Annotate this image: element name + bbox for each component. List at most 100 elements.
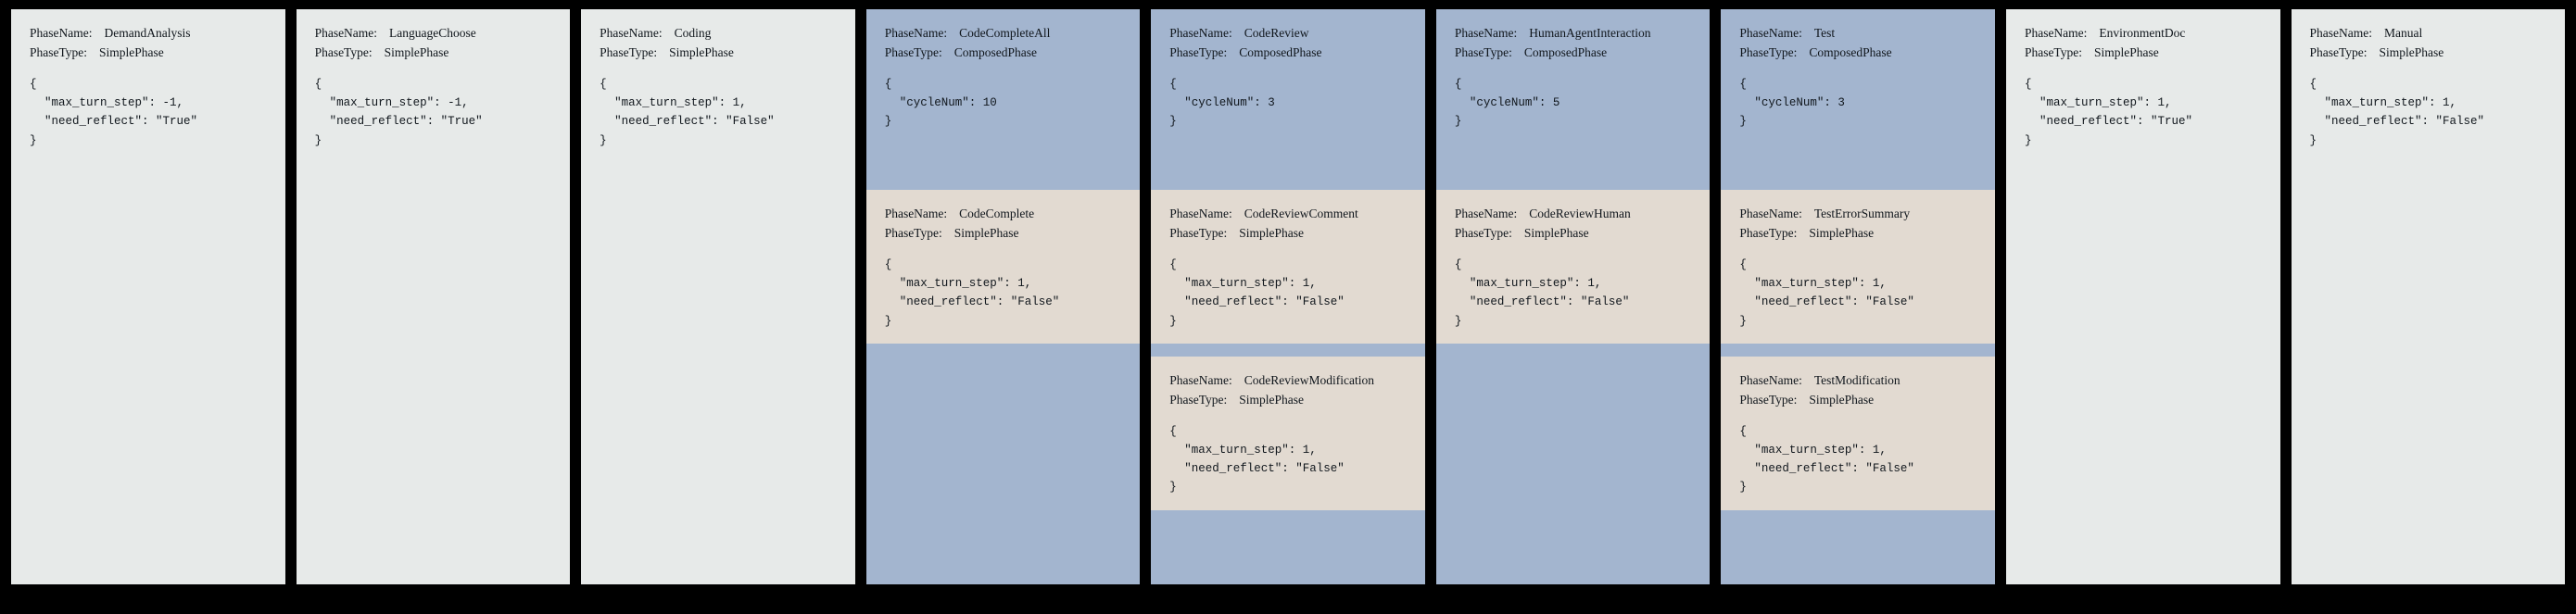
phase-config-json: { "max_turn_step": 1,"need_reflect": "Fa…	[1739, 422, 1976, 497]
composed-fill-area	[865, 343, 1141, 573]
json-line: "max_turn_step": 1,	[1184, 443, 1317, 457]
phase-name-row: PhaseName:CodeCompleteAll	[885, 24, 1122, 44]
phase-config-json: { "max_turn_step": 1,"need_reflect": "Fa…	[885, 256, 1122, 331]
phase-type-row: PhaseType:SimplePhase	[2310, 44, 2547, 63]
json-brace-open: {	[314, 77, 322, 91]
phase-type-label: PhaseType:	[884, 225, 942, 240]
phase-name-label: PhaseName:	[600, 26, 663, 40]
composed-footer-strip	[865, 573, 1141, 584]
phase-config-json: { "max_turn_step": 1,"need_reflect": "Fa…	[1455, 256, 1692, 331]
phase-type-label: PhaseType:	[1169, 44, 1228, 59]
phase-name-label: PhaseName:	[1739, 372, 1802, 387]
json-line: "need_reflect": "False"	[1184, 295, 1345, 309]
json-brace-close: }	[1739, 115, 1747, 129]
phase-name-value: CodeReviewComment	[1244, 207, 1358, 220]
phase-name-label: PhaseName:	[1739, 207, 1802, 220]
json-brace-open: {	[600, 77, 607, 91]
json-line: "max_turn_step": -1,	[329, 96, 469, 110]
json-line: "max_turn_step": 1,	[614, 96, 747, 110]
phase-type-label: PhaseType:	[1169, 225, 1228, 240]
phase-name-row: PhaseName: Manual	[2310, 24, 2547, 44]
phase-name-label: PhaseName:	[1454, 26, 1518, 40]
phase-name-row: PhaseName:DemandAnalysis	[30, 24, 267, 44]
phase-type-label: PhaseType:	[600, 44, 658, 59]
phase-name-value: CodeComplete	[959, 207, 1035, 220]
json-brace-open: {	[30, 77, 37, 91]
phase-name-value: CodeReviewModification	[1244, 372, 1374, 387]
phase-name-label: PhaseName:	[1169, 372, 1232, 387]
phase-name-value: LanguageChoose	[389, 26, 476, 40]
phase-type-value: SimplePhase	[384, 44, 449, 59]
json-line: "cycleNum": 3	[1184, 96, 1275, 110]
phase-type-row: PhaseType:SimplePhase	[1739, 391, 1976, 410]
phase-type-value: ComposedPhase	[1239, 44, 1322, 59]
phase-type-value: SimplePhase	[1239, 392, 1305, 407]
json-line: "need_reflect": "False"	[1184, 462, 1345, 476]
composed-fill-area	[1435, 343, 1711, 573]
phase-name-row: PhaseName:EnvironmentDoc	[2025, 24, 2262, 44]
json-line: "cycleNum": 3	[1754, 96, 1845, 110]
phase-config-json: { "max_turn_step": 1, "need_reflect": "Fa…	[1169, 422, 1407, 497]
phase-type-label: PhaseType:	[2309, 44, 2368, 59]
json-line: "max_turn_step": 1,	[2324, 96, 2457, 110]
phase-type-label: PhaseType:	[884, 44, 942, 59]
phase-type-value: ComposedPhase	[1809, 44, 1892, 59]
phase-type-value: SimplePhase	[1809, 225, 1875, 240]
phase-config-json: { "cycleNum": 10}	[885, 75, 1122, 132]
phase-type-row: PhaseType: ComposedPhase	[1169, 44, 1407, 63]
phase-config-json: { "max_turn_step": 1,"need_reflect": "Tr…	[2025, 75, 2262, 150]
phase-type-label: PhaseType:	[2024, 44, 2082, 59]
phase-type-label: PhaseType:	[30, 44, 88, 59]
phase-config-json: { "max_turn_step": -1,"need_reflect": "T…	[30, 75, 267, 150]
json-brace-open: {	[1739, 77, 1747, 91]
json-line: "max_turn_step": 1,	[899, 277, 1032, 291]
phase-name-row: PhaseName:CodeReviewComment	[1169, 205, 1407, 224]
phase-type-value: SimplePhase	[1523, 225, 1589, 240]
json-line: "max_turn_step": 1,	[1754, 443, 1887, 457]
phase-type-label: PhaseType:	[314, 44, 373, 59]
phase-name-label: PhaseName:	[884, 26, 948, 40]
json-brace-close: }	[1739, 314, 1747, 328]
subphase-divider	[1151, 343, 1425, 357]
phase-config-json: { "max_turn_step": 1,"need_reflect": "Fa…	[600, 75, 837, 150]
phase-type-row: PhaseType:SimplePhase	[885, 224, 1122, 244]
json-brace-close: }	[884, 314, 892, 328]
phase-name-value: TestModification	[1813, 372, 1900, 387]
json-brace-open: {	[1169, 424, 1177, 438]
json-brace-open: {	[1454, 257, 1462, 271]
phase-type-label: PhaseType:	[1739, 225, 1798, 240]
phase-name-value: Manual	[2383, 26, 2423, 40]
json-line: "cycleNum": 5	[1469, 96, 1560, 110]
phase-name-value: CodeReview	[1244, 26, 1309, 40]
json-brace-close: }	[1454, 314, 1462, 328]
json-line: "need_reflect": "True"	[44, 115, 198, 129]
json-brace-open: {	[1169, 257, 1177, 271]
phase-type-value: SimplePhase	[1239, 225, 1305, 240]
phase-name-value: CodeReviewHuman	[1529, 207, 1631, 220]
json-brace-open: {	[1739, 424, 1747, 438]
json-brace-close: }	[1169, 115, 1177, 129]
phase-name-label: PhaseName:	[2309, 26, 2372, 40]
phase-type-label: PhaseType:	[1454, 225, 1512, 240]
phase-name-row: PhaseName:Coding	[600, 24, 837, 44]
phase-name-row: PhaseName: CodeReviewModification	[1169, 371, 1407, 391]
phase-config-json: { "max_turn_step": 1,"need_reflect": "Fa…	[1169, 256, 1407, 331]
json-brace-close: }	[600, 133, 607, 147]
phase-type-label: PhaseType:	[1739, 392, 1798, 407]
